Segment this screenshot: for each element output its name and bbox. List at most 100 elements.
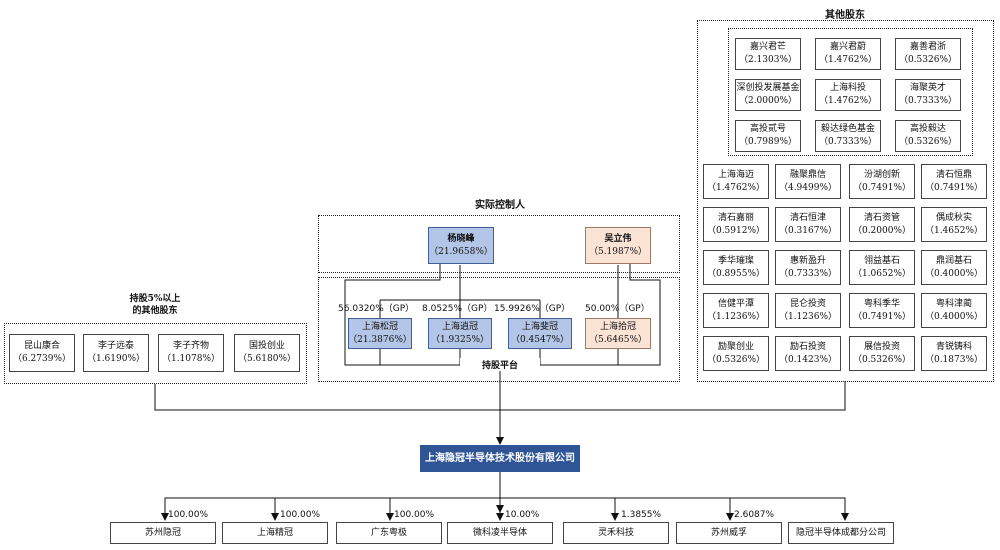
other-holder-box[interactable]: 翎益基石（1.0652%） bbox=[849, 250, 915, 285]
other-holder-box[interactable]: 嘉善君浙（0.5326%） bbox=[895, 38, 961, 70]
other-shareholders-inner-group bbox=[728, 28, 973, 156]
platform-pct: （5.6465%） bbox=[588, 334, 648, 345]
platform-xiaoguan[interactable]: 上海逍冠 （1.9325%） bbox=[428, 318, 492, 349]
holder-name: 灵禾科技 bbox=[597, 527, 634, 538]
holder-pct: （0.5326%） bbox=[898, 137, 958, 147]
holder-name: 上海科投 bbox=[829, 83, 866, 93]
other-holder-box[interactable]: 粤科季华（0.7491%） bbox=[849, 293, 915, 328]
holder-pct: （1.6190%） bbox=[86, 354, 146, 364]
holder-pct: （1.4762%） bbox=[818, 55, 878, 65]
holder-name: 李子齐物 bbox=[172, 341, 209, 351]
other-holder-box[interactable]: 上海海迈（1.4762%） bbox=[703, 164, 769, 199]
holder-pct: （2.0000%） bbox=[738, 96, 798, 106]
other-holder-box[interactable]: 高投贰号（0.7989%） bbox=[735, 120, 801, 152]
holder-name: 励石投资 bbox=[789, 341, 826, 352]
holder-name: 广东粤极 bbox=[370, 527, 407, 538]
holder-name: 清石嘉丽 bbox=[717, 212, 754, 223]
platform-pct: （0.4547%） bbox=[510, 334, 570, 345]
controller-name: 杨晓峰 bbox=[447, 233, 475, 244]
holder-name: 展信投资 bbox=[863, 341, 900, 352]
other-holder-box[interactable]: 汾湖创新（0.7491%） bbox=[849, 164, 915, 199]
platform-gp-pct: 15.9926%（GP） bbox=[494, 304, 571, 314]
left-holder-box[interactable]: 昆山康合（6.2739%） bbox=[9, 334, 75, 372]
platform-gp-pct: 56.0320%（GP） bbox=[338, 304, 415, 314]
subsidiary-pct: 100.00% bbox=[168, 510, 209, 520]
platform-feiguan[interactable]: 上海斐冠 （0.4547%） bbox=[508, 318, 572, 349]
left-holder-box[interactable]: 李子齐物（1.1078%） bbox=[158, 334, 224, 372]
other-holder-box[interactable]: 毅达绿色基金（0.7333%） bbox=[815, 120, 881, 152]
other-holder-box[interactable]: 励石投资 （0.1423%） bbox=[775, 336, 841, 371]
holder-name: 嘉兴君芒 bbox=[749, 42, 786, 52]
holder-name: 信健平潭 bbox=[717, 298, 754, 309]
holder-name: 偶成秋实 bbox=[935, 212, 972, 223]
other-holder-box[interactable]: 嘉兴君蔚（1.4762%） bbox=[815, 38, 881, 70]
other-holder-box[interactable]: 嘉兴君芒（2.1303%） bbox=[735, 38, 801, 70]
holder-name: 季华璀璨 bbox=[717, 255, 754, 266]
other-holder-box[interactable]: 惠新盈升（0.7333%） bbox=[775, 250, 841, 285]
subsidiary-box[interactable]: 灵禾科技 bbox=[563, 522, 669, 544]
platform-pct: （1.9325%） bbox=[430, 334, 490, 345]
holder-name: 粤科津蔺 bbox=[935, 298, 972, 309]
other-holder-box[interactable]: 偶成秋实（1.4652%） bbox=[921, 207, 987, 242]
left-holder-box[interactable]: 李子远泰 （1.6190%） bbox=[83, 334, 149, 372]
company-name: 上海隐冠半导体技术股份有限公司 bbox=[425, 453, 575, 464]
subsidiary-box[interactable]: 苏州威孚 bbox=[676, 522, 782, 544]
other-holder-box[interactable]: 深创投发展基金（2.0000%） bbox=[735, 79, 801, 111]
holder-name: 清石恒津 bbox=[789, 212, 826, 223]
holder-name: 清石资管 bbox=[863, 212, 900, 223]
holder-pct: （1.1236%） bbox=[778, 311, 838, 322]
subsidiary-pct: 1.3855% bbox=[621, 510, 662, 520]
subsidiary-pct: 100.00% bbox=[394, 510, 435, 520]
other-holder-box[interactable]: 展信投资 （0.5326%） bbox=[849, 336, 915, 371]
subsidiary-box[interactable]: 隐冠半导体成都分公司 bbox=[788, 522, 894, 544]
holder-name: 李子远泰 bbox=[97, 341, 134, 351]
subsidiary-box[interactable]: 广东粤极 bbox=[336, 522, 442, 544]
holder-pct: （0.4000%） bbox=[924, 311, 984, 322]
other-holder-box[interactable]: 信健平潭（1.1236%） bbox=[703, 293, 769, 328]
other-holder-box[interactable]: 清石恒津（0.3167%） bbox=[775, 207, 841, 242]
subsidiary-box[interactable]: 微科凌半导体 bbox=[447, 522, 553, 544]
platform-pct: （21.3876%） bbox=[348, 334, 412, 345]
controller-name: 吴立伟 bbox=[604, 233, 632, 244]
controller-pct: （21.9658%） bbox=[429, 246, 493, 257]
platform-gp-pct: 50.00%（GP） bbox=[585, 304, 650, 314]
other-holder-box[interactable]: 海聚英才（0.7333%） bbox=[895, 79, 961, 111]
subsidiary-pct: 10.00% bbox=[505, 510, 540, 520]
holder-name: 惠新盈升 bbox=[789, 255, 826, 266]
other-holder-box[interactable]: 鼎润基石（0.4000%） bbox=[921, 250, 987, 285]
platform-shiguan[interactable]: 上海拾冠 （5.6465%） bbox=[585, 318, 651, 349]
subsidiary-pct: 2.6087% bbox=[734, 510, 775, 520]
holder-pct: （0.1423%） bbox=[778, 354, 838, 365]
other-holder-box[interactable]: 励聚创业（0.5326%） bbox=[703, 336, 769, 371]
other-holder-box[interactable]: 昆仑投资 （1.1236%） bbox=[775, 293, 841, 328]
holder-name: 昆仑投资 bbox=[789, 298, 826, 309]
controller-wu-liwei[interactable]: 吴立伟 （5.1987%） bbox=[585, 227, 651, 264]
left-group-title-line2: 的其他股东 bbox=[132, 306, 178, 316]
holder-pct: （0.4000%） bbox=[924, 268, 984, 279]
holder-pct: （0.5326%） bbox=[852, 354, 912, 365]
platform-name: 上海松冠 bbox=[361, 321, 398, 332]
other-holder-box[interactable]: 高投毅达（0.5326%） bbox=[895, 120, 961, 152]
holder-name: 汾湖创新 bbox=[863, 169, 900, 180]
other-holder-box[interactable]: 粤科津蔺 （0.4000%） bbox=[921, 293, 987, 328]
other-holder-box[interactable]: 青锐铸科（0.1873%） bbox=[921, 336, 987, 371]
subsidiary-box[interactable]: 上海精冠 bbox=[222, 522, 328, 544]
company-box[interactable]: 上海隐冠半导体技术股份有限公司 bbox=[420, 445, 580, 472]
other-holder-box[interactable]: 上海科投（1.4762%） bbox=[815, 79, 881, 111]
holder-name: 嘉善君浙 bbox=[909, 42, 946, 52]
holder-pct: （0.5326%） bbox=[706, 354, 766, 365]
holder-pct: （0.7333%） bbox=[898, 96, 958, 106]
holder-pct: （0.7491%） bbox=[852, 311, 912, 322]
holder-pct: （0.5912%） bbox=[706, 225, 766, 236]
left-holder-box[interactable]: 国投创业（5.6180%） bbox=[234, 334, 300, 372]
other-holder-box[interactable]: 清石恒鼎（0.7491%） bbox=[921, 164, 987, 199]
controller-yang-xiaofeng[interactable]: 杨晓峰 （21.9658%） bbox=[428, 227, 494, 264]
other-holder-box[interactable]: 季华璀璨（0.8955%） bbox=[703, 250, 769, 285]
other-holder-box[interactable]: 清石嘉丽 （0.5912%） bbox=[703, 207, 769, 242]
holder-pct: （0.7989%） bbox=[738, 137, 798, 147]
platform-songguan[interactable]: 上海松冠 （21.3876%） bbox=[348, 318, 412, 349]
other-holder-box[interactable]: 清石资管（0.2000%） bbox=[849, 207, 915, 242]
other-holder-box[interactable]: 融聚鼎信（4.9499%） bbox=[775, 164, 841, 199]
subsidiary-box[interactable]: 苏州隐冠 bbox=[110, 522, 216, 544]
